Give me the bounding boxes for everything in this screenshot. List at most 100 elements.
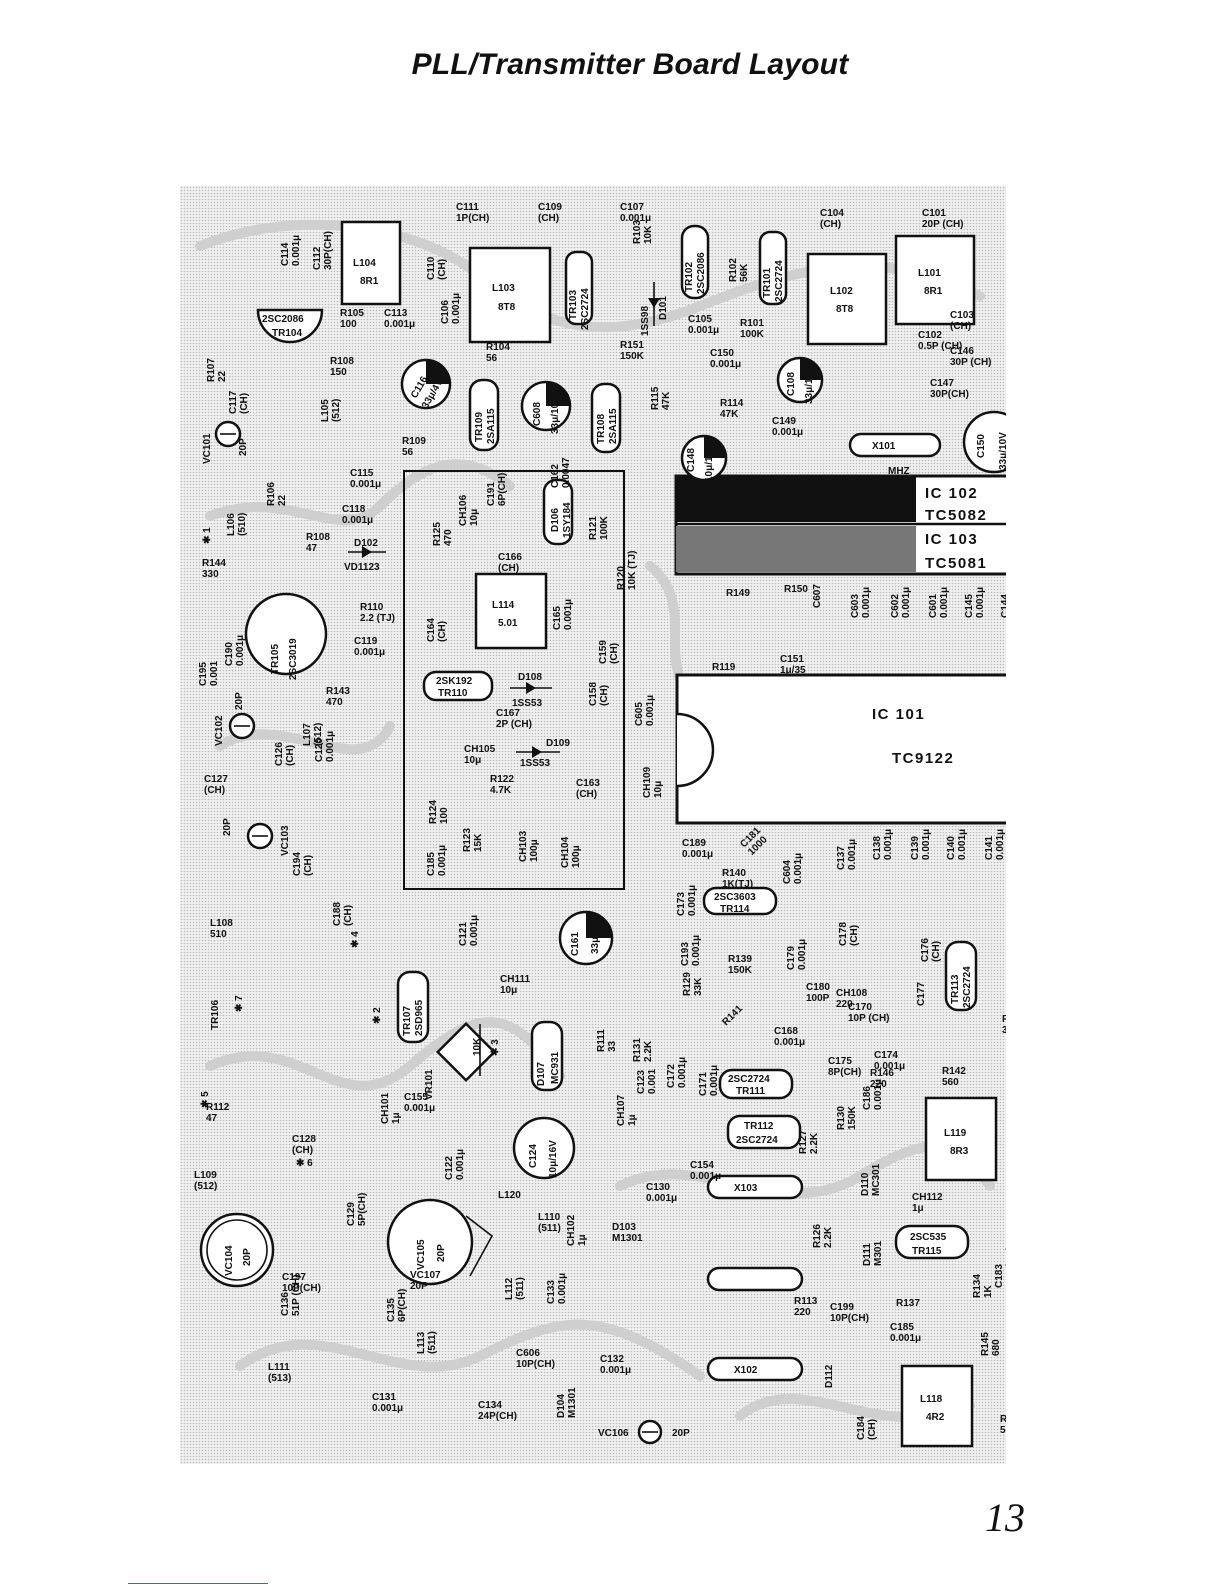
component-value-label: 0.001μ bbox=[772, 427, 803, 438]
component-ref-label: C176 bbox=[920, 938, 931, 962]
component-value-label: 10K bbox=[643, 225, 654, 244]
coil-l101-code: 8R1 bbox=[924, 286, 943, 297]
component-value-label: 1K(TJ) bbox=[722, 879, 753, 890]
component-value-label: 0.001μ bbox=[873, 1079, 884, 1110]
component-ref-label: C126 bbox=[274, 742, 285, 766]
component-ref-label: C151 bbox=[780, 654, 804, 665]
vc104-ref: VC104 bbox=[224, 1245, 235, 1276]
component-ref-label: CH104 bbox=[560, 836, 571, 868]
component-ref-label: C179 bbox=[786, 946, 797, 970]
component-value-label: 47 bbox=[206, 1113, 218, 1124]
component-l109: L109(512) bbox=[194, 1170, 217, 1192]
transistor-tr112 bbox=[726, 1114, 802, 1150]
component-value-label: 2.2K bbox=[823, 1226, 834, 1248]
component-value-label: 1μ bbox=[627, 1114, 638, 1126]
transistor-tr109 bbox=[468, 378, 500, 452]
component-ref-label: C117 bbox=[228, 390, 239, 414]
component-value-label: (CH) bbox=[820, 219, 841, 230]
component-ref-label: R108 bbox=[330, 356, 354, 367]
component-value-label: (CH) bbox=[303, 855, 314, 876]
component-ref-label: C134 bbox=[478, 1400, 502, 1411]
side-label-5: ✱ 5 bbox=[200, 1091, 211, 1108]
component-ref-label: C191 bbox=[486, 482, 497, 506]
vc106-ref: VC106 bbox=[598, 1428, 629, 1439]
component-ref-label: C146 bbox=[950, 346, 974, 357]
c608-ref: C608 bbox=[532, 402, 543, 426]
component-value-label: 6P(CH) bbox=[497, 473, 508, 506]
component-value-label: (CH) bbox=[285, 745, 296, 766]
component-ref-label: C107 bbox=[620, 202, 644, 213]
component-ref-label: R111 bbox=[596, 1029, 607, 1052]
component-value-label: (CH) bbox=[849, 925, 860, 946]
component-ref-label: D112 bbox=[824, 1364, 835, 1388]
component-ref-label: C168 bbox=[774, 1026, 798, 1037]
component-value-label: 8P(CH) bbox=[828, 1067, 861, 1078]
component-ref-label: R125 bbox=[432, 522, 443, 546]
component-ref-label: R124 bbox=[428, 800, 439, 824]
component-ref-label: C101 bbox=[922, 208, 946, 219]
component-ref-label: C162 bbox=[550, 464, 561, 488]
vc103-ref: VC103 bbox=[280, 825, 291, 856]
component-ref-label: R110 bbox=[360, 602, 384, 613]
component-value-label: 1μ/35 bbox=[780, 665, 806, 676]
component-value-label: 0.001μ bbox=[557, 1273, 568, 1304]
component-ref-label: R151 bbox=[620, 340, 644, 351]
vr101-ref: VR101 bbox=[424, 1069, 435, 1100]
component-value-label: 100P bbox=[806, 993, 830, 1004]
x101-label: X101 bbox=[872, 441, 896, 452]
coil-l102 bbox=[806, 252, 888, 346]
component-ref-label: D103 bbox=[612, 1222, 636, 1233]
component-value-label: 150K bbox=[847, 1105, 858, 1130]
component-ref-label: R104 bbox=[486, 342, 510, 353]
component-value-label: 0.001μ bbox=[709, 1065, 720, 1096]
component-value-label: 0.001μ bbox=[437, 845, 448, 876]
component-ref-label: C170 bbox=[848, 1002, 872, 1013]
component-ref-label: R126 bbox=[812, 1224, 823, 1248]
component-ref-label: C174 bbox=[874, 1050, 898, 1061]
component-ref-label: C147 bbox=[930, 378, 954, 389]
component-l110: L110(511) bbox=[538, 1212, 561, 1234]
component-ref-label: R145 bbox=[980, 1332, 991, 1356]
side-label-6: ✱ 6 bbox=[296, 1158, 313, 1169]
component-value-label: 0.001μ bbox=[563, 599, 574, 630]
d102-ref: D102 bbox=[354, 538, 378, 549]
component-ref-label: C123 bbox=[636, 1070, 647, 1094]
transistor-tr107 bbox=[396, 970, 430, 1044]
component-ref-label: C183 bbox=[994, 1264, 1005, 1288]
component-ref-label: C195 bbox=[198, 662, 209, 686]
ic103-ref: IC 103 bbox=[925, 531, 978, 548]
component-ref-label: C135 bbox=[386, 1298, 397, 1322]
component-ref-label: R105 bbox=[340, 308, 364, 319]
component-ref-label: C197 bbox=[282, 1272, 306, 1283]
coil-l101-label: L101 bbox=[918, 268, 941, 279]
component-ref-label: C138 bbox=[872, 836, 883, 860]
component-ref-label: C186 bbox=[862, 1086, 873, 1110]
component-value-label: 33K bbox=[1002, 1025, 1006, 1036]
coil-l101 bbox=[894, 234, 976, 326]
coil-l103-code: 8T8 bbox=[498, 302, 516, 313]
tr108-part: 2SA115 bbox=[608, 408, 619, 444]
diode-d102 bbox=[348, 546, 386, 558]
component-r137: R137 bbox=[896, 1298, 920, 1309]
